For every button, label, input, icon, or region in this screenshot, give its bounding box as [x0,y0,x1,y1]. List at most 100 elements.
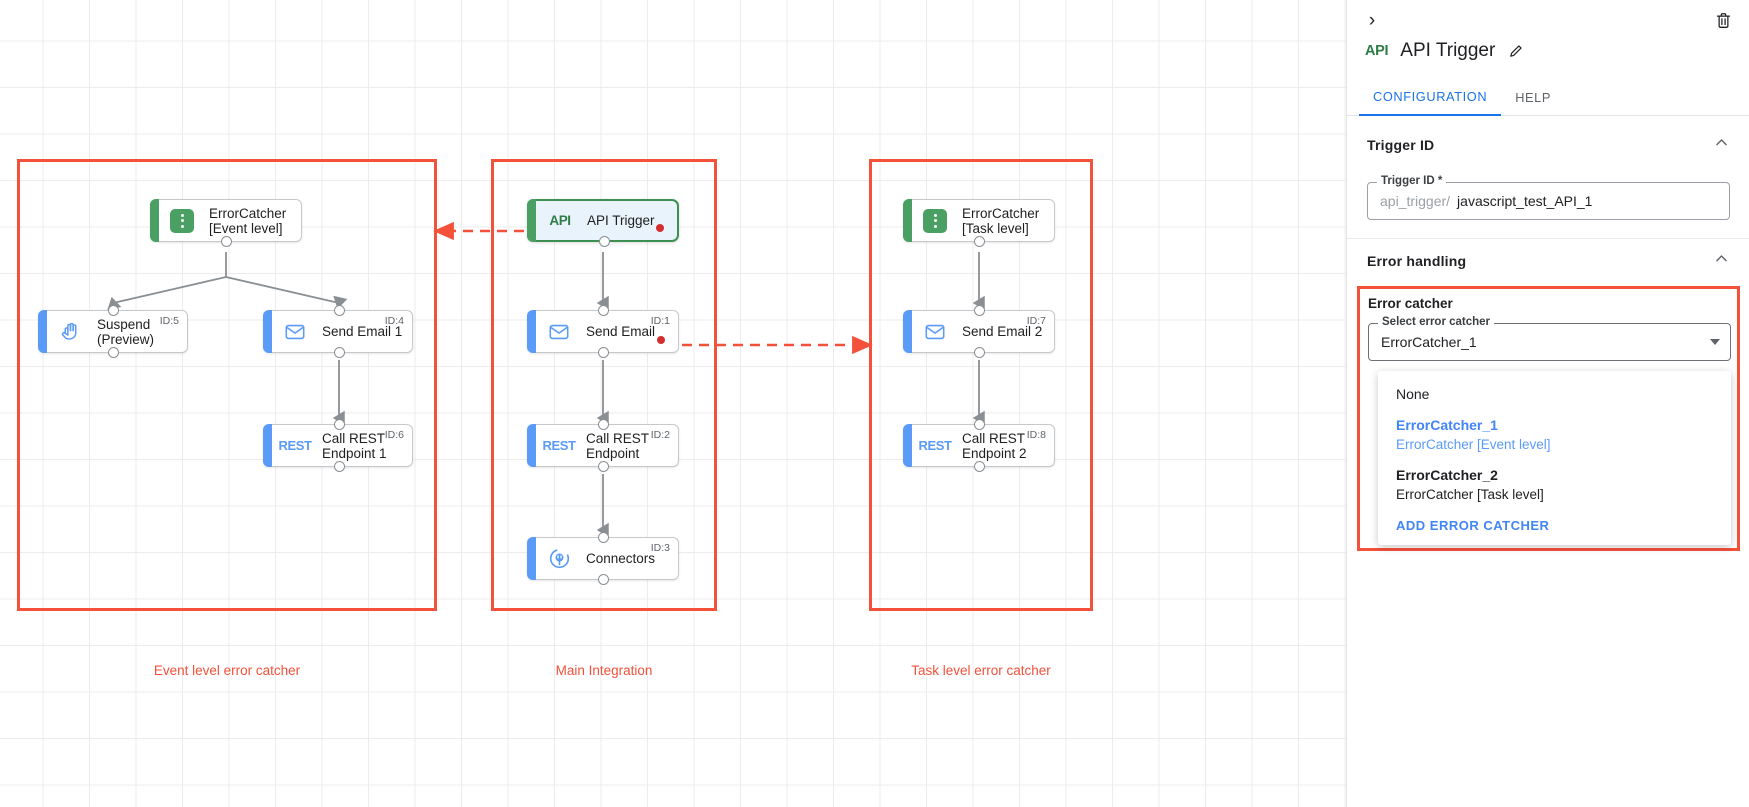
node-port-out[interactable] [221,236,232,247]
node-port-in[interactable] [598,305,609,316]
error-catcher-select-value: ErrorCatcher_1 [1381,334,1477,350]
node-port-out[interactable] [598,347,609,358]
node-port-in[interactable] [334,305,345,316]
trigger-id-label: Trigger ID * [1377,175,1447,187]
chevron-up-icon[interactable] [1713,134,1730,156]
node-label: Call REST Endpoint 2 [962,430,1027,461]
node-accent-bar [263,310,272,353]
node-port-in[interactable] [974,419,985,430]
delete-icon[interactable] [1711,8,1735,32]
node-port-out[interactable] [334,461,345,472]
section-header-trigger-id[interactable]: Trigger ID [1347,125,1749,165]
section-divider [1347,238,1749,239]
rest-icon: REST [918,433,951,459]
node-accent-bar [527,310,536,353]
workflow-canvas[interactable]: Event level error catcher Main Integrati… [0,0,1346,807]
node-label: ErrorCatcher [Event level] [209,205,287,236]
node-errorcatcher-event-level[interactable]: ErrorCatcher [Event level] [150,199,302,247]
node-accent-bar [903,424,912,467]
node-api-trigger[interactable]: API API Trigger [527,199,679,247]
node-errorcatcher-task-level[interactable]: ErrorCatcher [Task level] [903,199,1055,247]
api-icon: API [1365,43,1389,59]
node-port-in[interactable] [598,419,609,430]
envelope-icon [546,319,572,345]
api-icon: API [547,208,573,234]
menu-item-primary: ErrorCatcher_2 [1396,467,1498,483]
node-label: API Trigger [587,213,655,228]
node-port-out[interactable] [598,574,609,585]
node-call-rest-endpoint-2[interactable]: REST Call REST Endpoint 2 ID:8 [903,419,1055,472]
chevron-down-icon[interactable] [1710,339,1720,345]
panel-tabs: CONFIGURATION HELP [1347,78,1749,116]
node-id-badge: ID:6 [384,429,404,441]
tab-help[interactable]: HELP [1515,89,1552,105]
node-suspend[interactable]: Suspend (Preview) ID:5 [38,305,188,358]
node-id-badge: ID:5 [159,315,179,327]
rest-icon: REST [278,433,311,459]
node-label: Send Email 1 [322,324,403,339]
panel-title-row: API API Trigger [1347,40,1524,62]
menu-item-errorcatcher-2[interactable]: ErrorCatcher_2 ErrorCatcher [Task level] [1378,460,1731,510]
node-error-dot[interactable] [656,224,664,232]
panel-toolbar: › [1347,0,1749,42]
node-id-badge: ID:3 [650,542,670,554]
node-port-out[interactable] [974,236,985,247]
chevron-up-icon[interactable] [1713,250,1730,272]
section-header-error-handling[interactable]: Error handling [1347,241,1749,281]
rest-glyph: REST [542,438,576,453]
menu-item-primary: None [1396,386,1430,402]
tab-configuration[interactable]: CONFIGURATION [1359,78,1502,116]
node-accent-bar [903,310,912,353]
menu-item-secondary: ErrorCatcher [Event level] [1396,437,1551,452]
node-connectors[interactable]: Connectors ID:3 [527,532,679,585]
rest-glyph: REST [278,438,312,453]
node-port-out[interactable] [598,461,609,472]
node-id-badge: ID:2 [650,429,670,441]
error-catcher-dropdown-menu[interactable]: None ErrorCatcher_1 ErrorCatcher [Event … [1378,371,1731,545]
node-call-rest-endpoint-1[interactable]: REST Call REST Endpoint 1 ID:6 [263,419,413,472]
node-port-out[interactable] [599,236,610,247]
node-accent-bar [38,310,47,353]
node-port-in[interactable] [108,305,119,316]
error-catcher-select[interactable]: Select error catcher ErrorCatcher_1 [1368,316,1731,361]
group-frame-task-level[interactable] [869,159,1093,611]
add-error-catcher-button[interactable]: ADD ERROR CATCHER [1396,518,1550,533]
group-frame-main-integration[interactable] [491,159,717,611]
envelope-icon [922,319,948,345]
node-port-out[interactable] [334,347,345,358]
page-title: API Trigger [1400,40,1496,61]
menu-item-secondary: ErrorCatcher [Task level] [1396,487,1544,502]
edit-pencil-icon[interactable] [1507,43,1524,60]
node-port-out[interactable] [974,347,985,358]
section-title: Error handling [1367,253,1467,269]
node-port-out[interactable] [974,461,985,472]
node-label: Call REST Endpoint 1 [322,430,387,461]
properties-panel: › API API Trigger CONFIGURATION HEL [1346,0,1749,807]
node-label: Suspend (Preview) [97,316,155,347]
error-catcher-select-label: Select error catcher [1378,316,1495,328]
envelope-icon [282,319,308,345]
collapse-panel-icon[interactable]: › [1368,10,1376,31]
node-send-email-1[interactable]: Send Email 1 ID:4 [263,305,413,358]
node-send-email-2[interactable]: Send Email 2 ID:7 [903,305,1055,358]
node-port-in[interactable] [598,532,609,543]
node-send-email[interactable]: Send Email ID:1 [527,305,679,358]
node-accent-bar [527,537,536,580]
node-call-rest-endpoint[interactable]: REST Call REST Endpoint ID:2 [527,419,679,472]
node-accent-bar [150,199,159,242]
rest-glyph: REST [918,438,952,453]
error-catcher-icon [922,208,948,234]
section-title: Trigger ID [1367,137,1435,153]
trigger-id-field[interactable]: Trigger ID * api_trigger/ javascript_tes… [1367,175,1730,220]
node-port-out[interactable] [108,347,119,358]
node-port-in[interactable] [974,305,985,316]
menu-item-none[interactable]: None [1378,379,1731,410]
trigger-id-value: javascript_test_API_1 [1457,193,1593,209]
error-catcher-caption: Error catcher [1368,296,1453,311]
connectors-icon [546,546,572,572]
group-frame-event-level[interactable] [17,159,437,611]
node-error-dot[interactable] [657,336,665,344]
node-label: Connectors [586,551,656,566]
menu-item-errorcatcher-1[interactable]: ErrorCatcher_1 ErrorCatcher [Event level… [1378,410,1731,460]
node-port-in[interactable] [334,419,345,430]
